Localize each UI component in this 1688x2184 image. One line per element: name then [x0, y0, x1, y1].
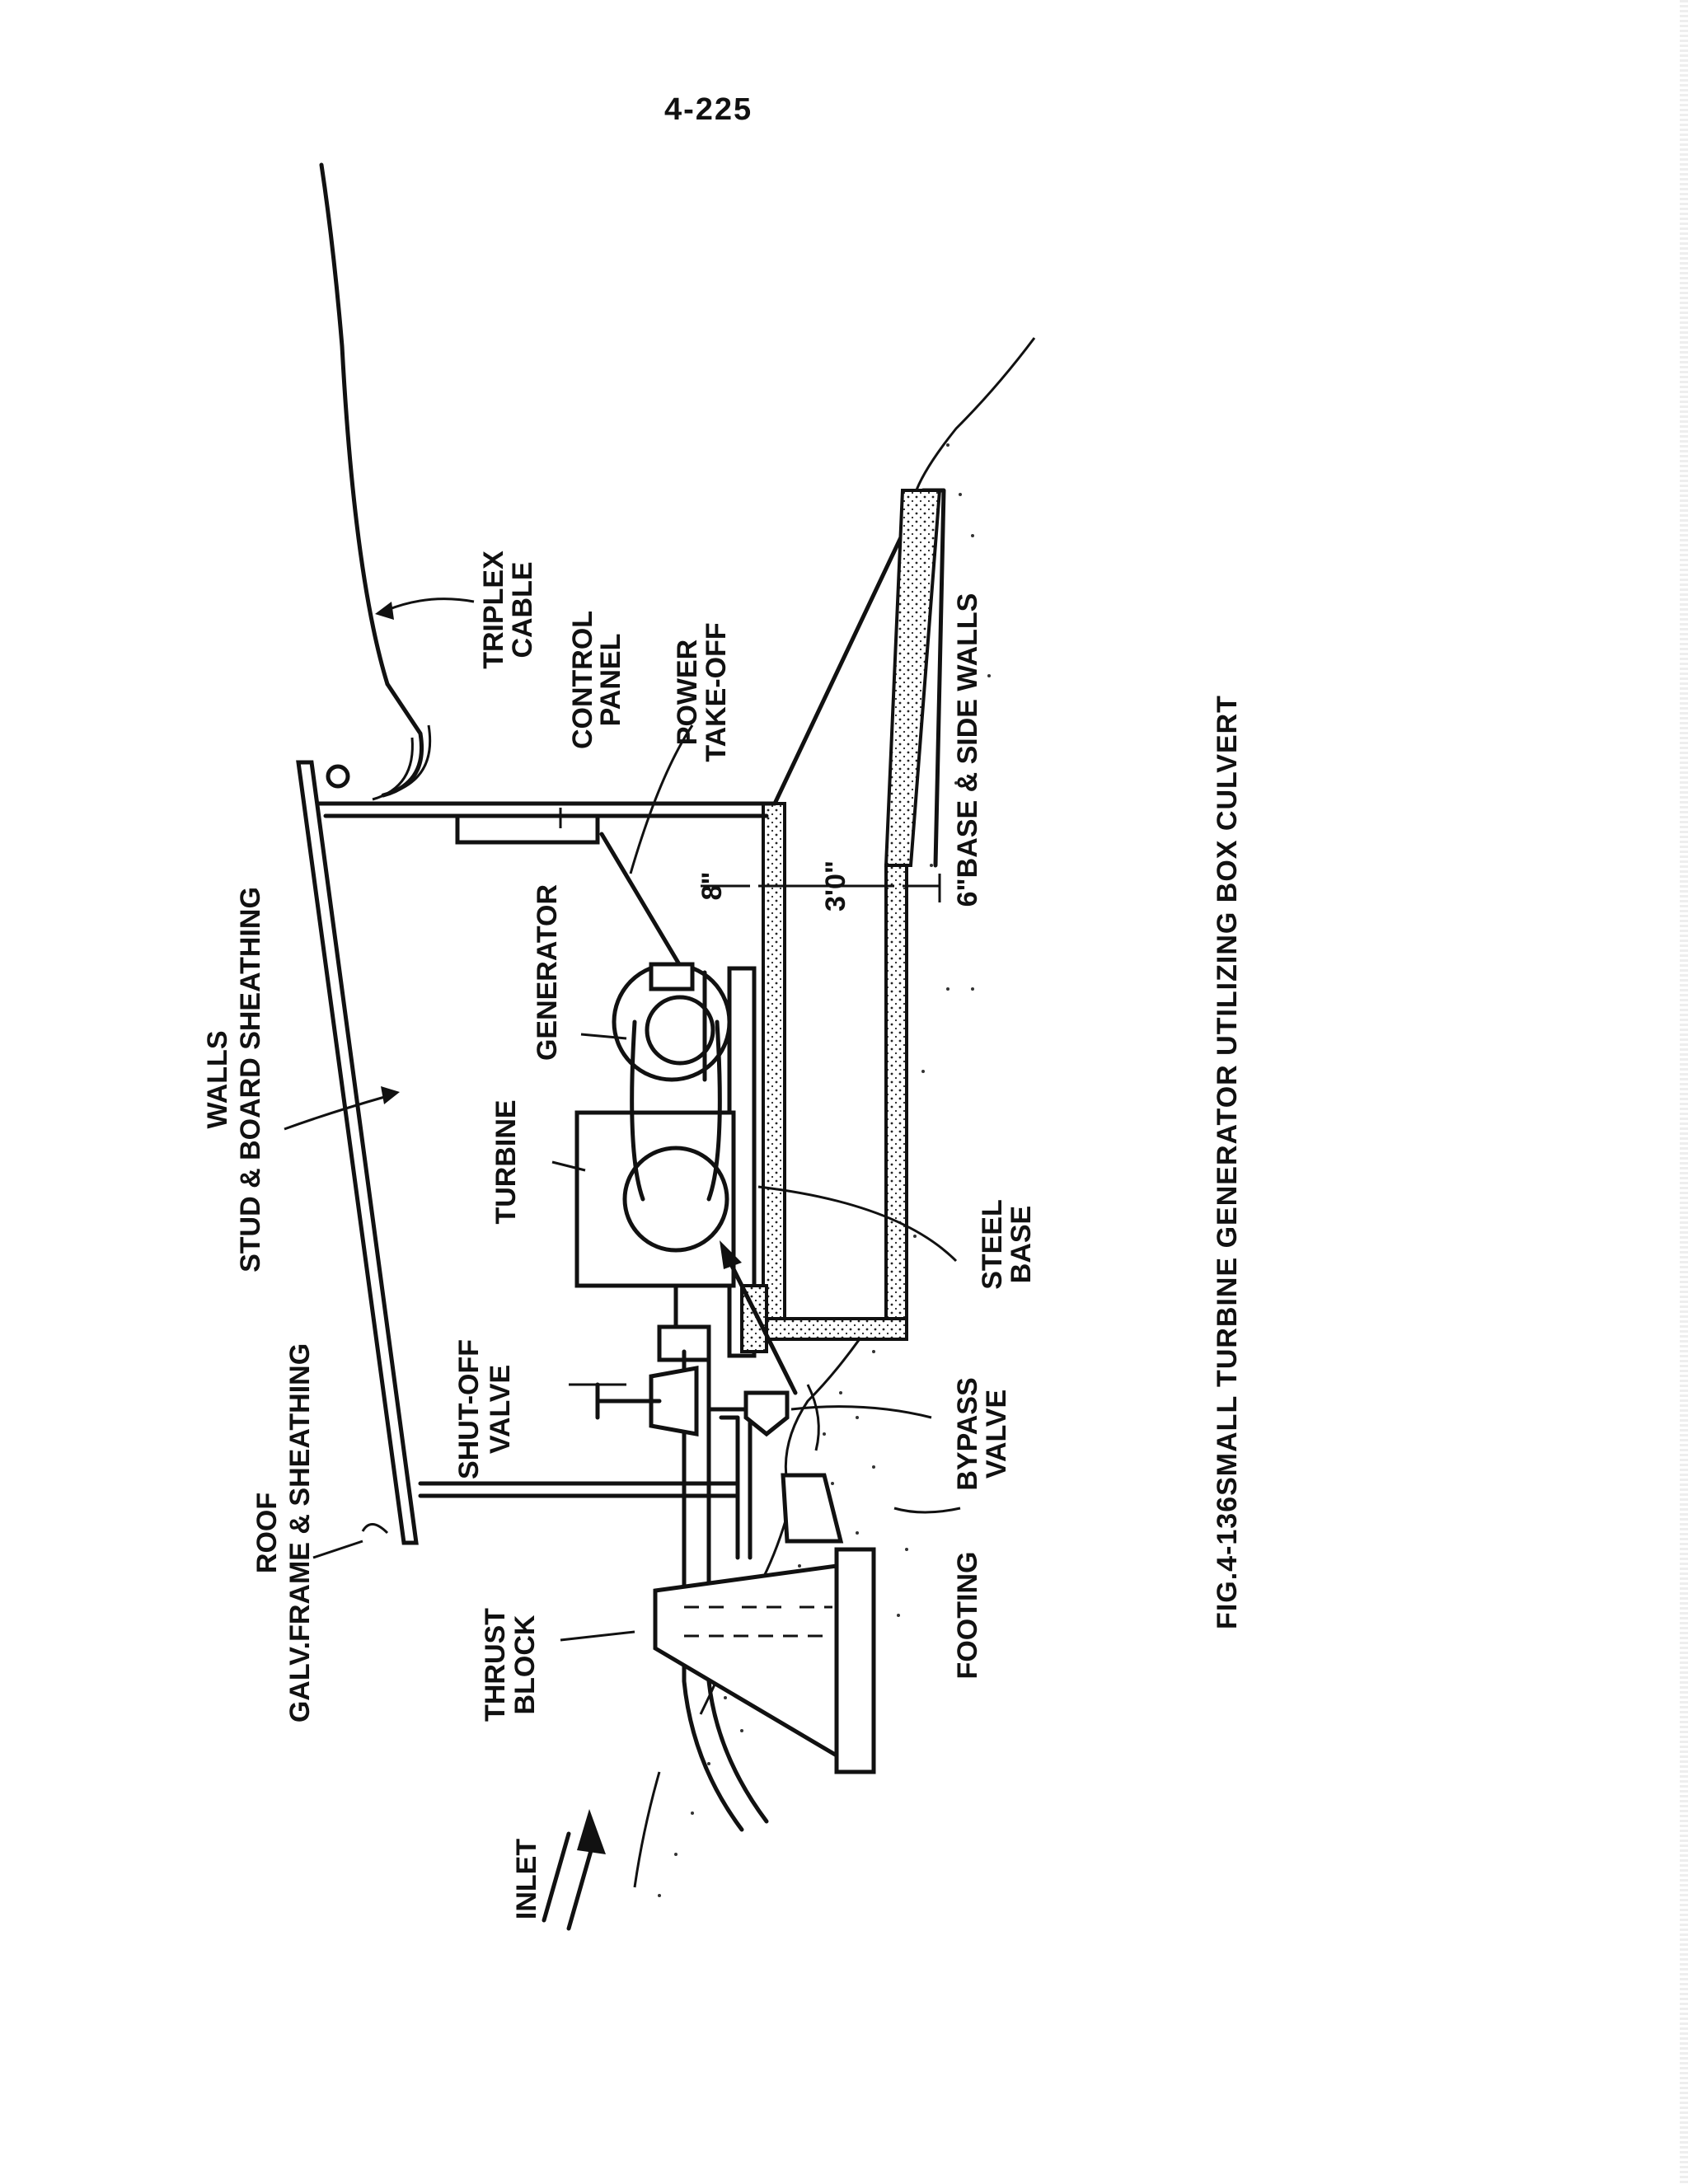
- label-inlet: INLET: [511, 1839, 542, 1919]
- label-shutoff-line1: SHUT-OFF: [453, 1339, 485, 1479]
- page-number: 4-225: [664, 92, 753, 127]
- label-steel-line2: BASE: [1006, 1206, 1037, 1283]
- label-dim-6: 6"BASE & SIDE WALLS: [952, 593, 983, 907]
- label-footing: FOOTING: [952, 1552, 983, 1680]
- figure-caption: FIG.4-136SMALL TURBINE GENERATOR UTILIZI…: [1212, 695, 1243, 1629]
- label-shutoff-line2: VALVE: [485, 1365, 516, 1454]
- label-steel-line1: STEEL: [977, 1199, 1008, 1290]
- bypass-valve: [720, 1240, 798, 1437]
- label-control-line2: PANEL: [595, 634, 626, 727]
- inlet-arrow: [542, 1809, 606, 1931]
- scan-edge: [1680, 0, 1688, 2184]
- label-generator: GENERATOR: [532, 884, 563, 1061]
- label-thrust-line1: THRUST: [480, 1608, 511, 1722]
- turbine: [574, 1019, 736, 1288]
- label-turbine: TURBINE: [490, 1099, 522, 1224]
- power-take-off: [599, 832, 687, 975]
- penstock-pipe: [657, 1283, 769, 1832]
- label-triplex-line2: CABLE: [507, 561, 538, 658]
- thrust-block: [653, 1547, 876, 1774]
- box-culvert: [762, 488, 946, 1341]
- label-triplex-line1: TRIPLEX: [478, 551, 509, 669]
- label-control-line1: CONTROL: [567, 611, 598, 749]
- label-dim-8: 8": [696, 871, 728, 900]
- label-walls-line2: STUD & BOARD SHEATHING: [235, 887, 266, 1272]
- label-power-line1: POWER: [672, 640, 703, 745]
- label-thrust-line2: BLOCK: [509, 1615, 541, 1714]
- leader-lines: [284, 598, 961, 1642]
- label-walls-line1: WALLS: [202, 1031, 233, 1129]
- label-bypass-line1: BYPASS: [952, 1377, 983, 1490]
- label-dim-3: 3'0": [820, 860, 851, 912]
- roof: [296, 760, 419, 1545]
- label-power-line2: TAKE-OFF: [701, 622, 732, 762]
- footing: [781, 1473, 844, 1544]
- label-roof-line2: GALV.FRAME & SHEATHING: [284, 1343, 316, 1722]
- triplex-cable: [319, 162, 432, 801]
- generator: [612, 962, 732, 1082]
- shut-off-valve: [595, 1366, 699, 1436]
- label-bypass-line2: VALVE: [981, 1390, 1012, 1479]
- label-roof-line1: ROOF: [251, 1493, 283, 1573]
- control-panel: [455, 813, 600, 845]
